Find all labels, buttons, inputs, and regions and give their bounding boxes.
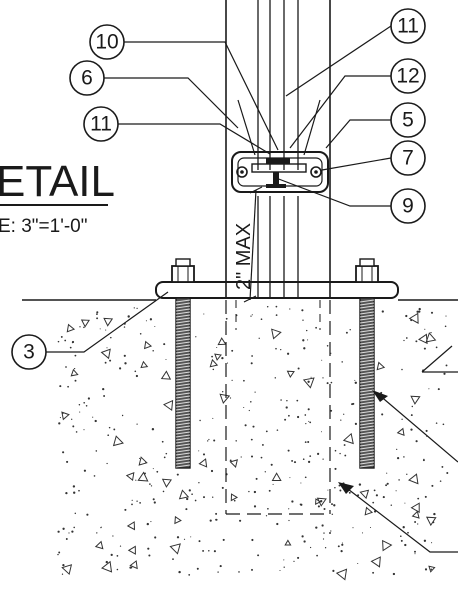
post (225, 0, 331, 298)
callout-number: 10 (95, 31, 118, 54)
callout-6: 6 (69, 60, 105, 96)
embedded-post-hidden (225, 300, 331, 515)
dimension-2in-max: 2" MAX (233, 186, 263, 303)
callout-number: 12 (396, 65, 419, 88)
callout-12: 12 (390, 58, 426, 94)
clamp-bracket (231, 151, 329, 193)
callout-number: 7 (402, 147, 414, 170)
callout-number: 11 (397, 15, 419, 38)
callout-11-top: 11 (390, 8, 426, 44)
anchor-bolt-left (171, 258, 195, 469)
scale-note: E: 3"=1'-0" (0, 216, 87, 237)
callout-number: 6 (81, 67, 93, 90)
dimension-label: 2" MAX (233, 223, 255, 290)
callout-3: 3 (11, 334, 47, 370)
concrete-footing (57, 305, 449, 581)
callout-number: 11 (90, 113, 112, 136)
anchor-bolt-right (355, 258, 379, 469)
callout-number: 9 (402, 195, 414, 218)
base-plate (155, 281, 399, 299)
callout-7: 7 (390, 140, 426, 176)
callout-9: 9 (390, 188, 426, 224)
callout-11-mid: 11 (83, 106, 119, 142)
callout-number: 3 (23, 341, 35, 364)
callout-number: 5 (402, 109, 414, 132)
callout-5: 5 (390, 102, 426, 138)
callout-10: 10 (89, 24, 125, 60)
detail-title: ETAIL (0, 157, 115, 206)
leader-lines (46, 25, 458, 553)
